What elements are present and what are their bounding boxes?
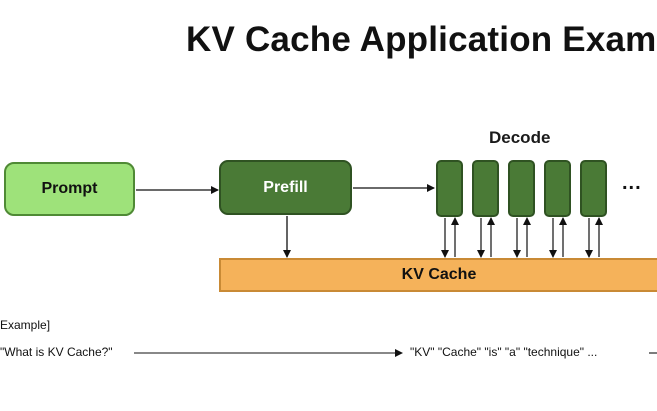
- example-output-text: "KV" "Cache" "is" "a" "technique" ...: [410, 345, 598, 359]
- example-input-text: "What is KV Cache?": [0, 345, 113, 359]
- page-title: KV Cache Application Examp: [186, 20, 657, 59]
- decode-token-box: [544, 160, 571, 217]
- kv-cache-box: KV Cache: [219, 258, 657, 292]
- decode-ellipsis: ...: [622, 172, 642, 194]
- decode-token-box: [472, 160, 499, 217]
- decode-label: Decode: [489, 128, 551, 147]
- decode-token-box: [508, 160, 535, 217]
- example-label: Example]: [0, 318, 51, 332]
- prompt-box: Prompt: [4, 162, 135, 216]
- decode-token-box: [580, 160, 607, 217]
- decode-token-box: [436, 160, 463, 217]
- prefill-box: Prefill: [219, 160, 352, 215]
